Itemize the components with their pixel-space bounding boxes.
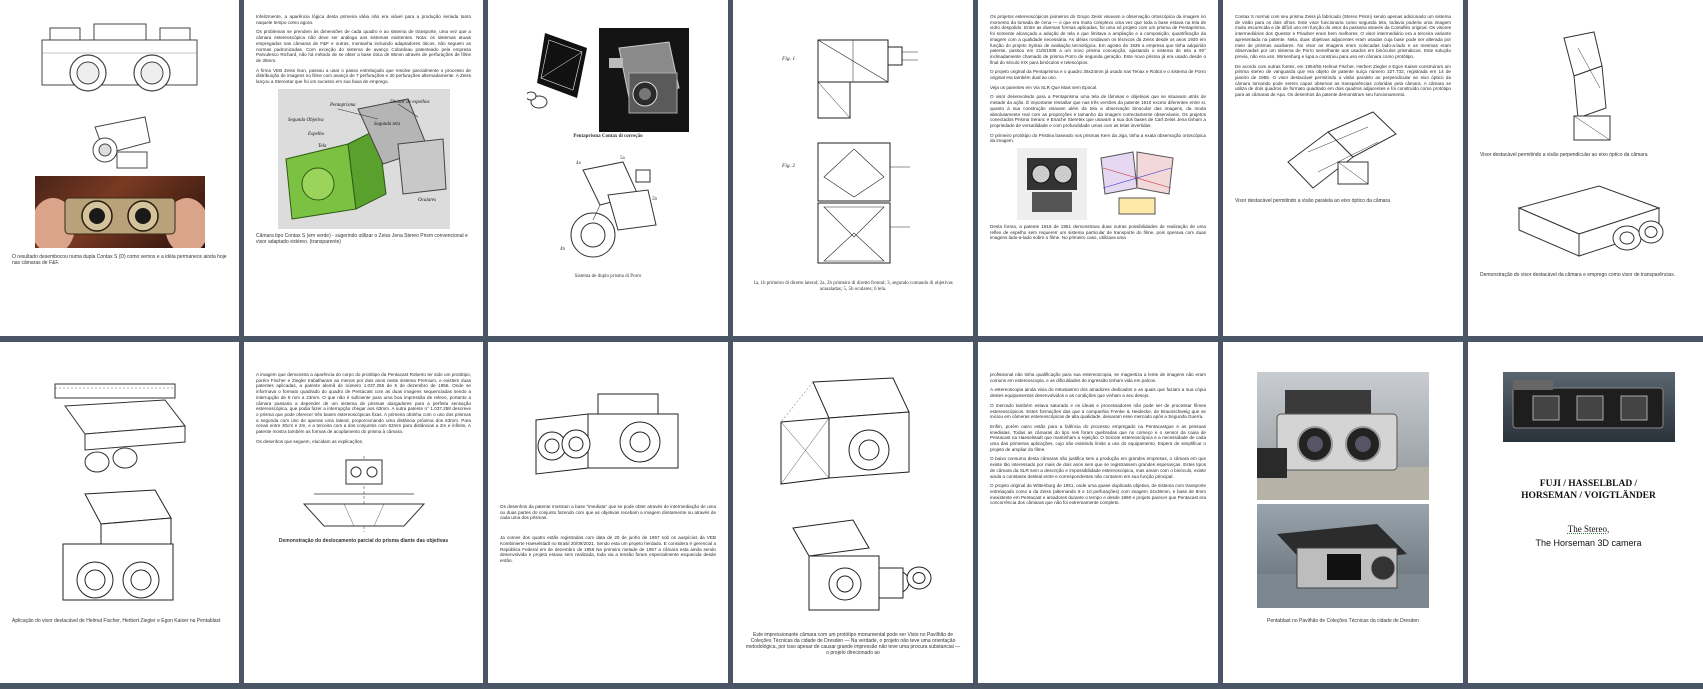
fig-2-label: Fig. 2 bbox=[781, 163, 795, 169]
green-camera-diagram: Pentaprisma Divisor de espelhos Segunda … bbox=[277, 88, 450, 229]
page-10-paragraph-1: Os desenhos da patente mostram a base "i… bbox=[500, 504, 716, 521]
stereo-prism-camera-drawing bbox=[528, 386, 688, 496]
page-3[interactable]: Pentaprisma Contax di correção 4a 5a 5b … bbox=[488, 0, 728, 336]
page-7[interactable]: Visor destacável permitindo a visão perp… bbox=[1468, 0, 1703, 336]
page-2-paragraph-1: Infelizmente, a aparência lógica desta p… bbox=[256, 14, 471, 25]
page-12-paragraph-3: O mercado também estava saturado e os id… bbox=[990, 402, 1206, 420]
page-6-caption: Visor destacável permitindo a visão para… bbox=[1235, 197, 1390, 204]
fig-1-label: Fig. 1 bbox=[781, 56, 795, 62]
label-tela: Tela bbox=[318, 144, 327, 149]
page-6-paragraph-2: De acordo com outras fontes, em 1954/55 … bbox=[1235, 63, 1451, 98]
page-9-paragraph-2: Os desenhos que seguem, elucidam as expl… bbox=[256, 438, 364, 444]
page-14[interactable]: FUJI / HASSELBLAD / HORSEMAN / VOIGTLÄND… bbox=[1468, 342, 1703, 683]
page-5[interactable]: Os projetos estereoscópicos pioneiros do… bbox=[978, 0, 1218, 336]
page-9[interactable]: A imagem que demonstra a aparência do co… bbox=[244, 342, 483, 683]
film-strip-viewfinder-drawing bbox=[45, 376, 195, 476]
page-5-paragraph-1: Os projetos estereoscópicos pioneiros do… bbox=[990, 14, 1206, 65]
page-6[interactable]: Contax S normal com seu prisma Zeiss já … bbox=[1223, 0, 1463, 336]
exploded-camera-drawing bbox=[773, 372, 933, 502]
camera-with-side-lenses-drawing bbox=[773, 508, 933, 628]
page-9-caption: Demonstração do deslocamento parcial do … bbox=[278, 538, 449, 545]
patent-figure-1: Fig. 1 bbox=[778, 32, 928, 127]
stereo-prism-photo bbox=[1017, 148, 1087, 221]
chapter-title-block: FUJI / HASSELBLAD / HORSEMAN / VOIGTLÄND… bbox=[1480, 478, 1697, 548]
detachable-viewfinder-diagram bbox=[1278, 102, 1408, 194]
label-espelho: Espelho bbox=[307, 132, 325, 137]
page-8-caption: Aplicação do visor destacável de Helmut … bbox=[12, 618, 221, 624]
svg-text:5b: 5b bbox=[652, 197, 658, 202]
page-11[interactable]: Este impressionante câmara com um protót… bbox=[733, 342, 973, 683]
page-5-paragraph-3: Veja os parentes em Via SLR Que Mais sem… bbox=[990, 84, 1098, 90]
page-3-caption-top: Pentaprisma Contax di correção bbox=[573, 134, 643, 139]
label-oculares: Oculares bbox=[418, 198, 436, 203]
pentaprism-diagram bbox=[525, 28, 595, 114]
page-7-caption-bottom: Demonstração do visor destacável da câma… bbox=[1480, 272, 1676, 278]
page-8[interactable]: Aplicação do visor destacável de Helmut … bbox=[0, 342, 239, 683]
page-3-caption-bottom: Sistema de duplo prisma di Porro bbox=[574, 274, 642, 279]
page-5-figures bbox=[990, 148, 1206, 221]
page-12-paragraph-4: Enfim, porém outro estão para a falência… bbox=[990, 423, 1206, 452]
horseman-3d-camera-photo bbox=[1502, 372, 1675, 442]
label-pentaprisma: Pentaprisma bbox=[329, 103, 356, 108]
prism-ray-diagram bbox=[1093, 148, 1179, 220]
chapter-subtitle-2: The Horseman 3D camera bbox=[1535, 538, 1642, 548]
page-2-paragraph-2: Os problemas se prendem às dimensões de … bbox=[256, 29, 471, 63]
label-divisor: Divisor de espelhos bbox=[389, 100, 429, 105]
page-2-paragraph-3: A firma VEB Zeiss Ikon, passou a usar o … bbox=[256, 67, 471, 85]
page-13[interactable]: Pentablast no Pavilhão de Coleções Técni… bbox=[1223, 342, 1463, 683]
page-10-paragraph-2: Ja comes dos quatro estão registradas co… bbox=[500, 535, 716, 563]
prism-displacement-diagram bbox=[294, 454, 434, 534]
hands-holding-camera-photo bbox=[34, 176, 205, 248]
patent-figure-2: Fig. 2 bbox=[778, 137, 928, 277]
viewfinder-drawing bbox=[75, 112, 165, 172]
stereo-camera-drawing bbox=[32, 18, 207, 108]
page-12[interactable]: profissional não tinha qualificação para… bbox=[978, 342, 1218, 683]
page-5-paragraph-2: O projeto original da Pentaprisma e o qu… bbox=[990, 69, 1206, 81]
svg-text:4a: 4a bbox=[576, 161, 582, 166]
chapter-title-line-1: FUJI / HASSELBLAD / bbox=[1539, 479, 1638, 489]
viewfinder-transparency-diagram bbox=[1509, 168, 1669, 268]
page-12-paragraph-2: A estereoscopia ainda vivia do entusiasm… bbox=[990, 387, 1206, 399]
page-12-paragraph-6: O projeto original da Wittenburg de 1951… bbox=[990, 483, 1206, 506]
chapter-title-line-2: HORSEMAN / VOIGTLÄNDER bbox=[1521, 491, 1656, 501]
page-10[interactable]: Os desenhos da patente mostram a base "i… bbox=[488, 342, 728, 683]
chapter-subtitle-1: The Stereo, bbox=[1567, 524, 1610, 534]
perpendicular-viewfinder-diagram bbox=[1544, 28, 1634, 148]
page-2-caption: Câmara tipo Contax S (em verde) - sugeri… bbox=[256, 232, 468, 245]
page-9-paragraph-1: A imagem que demonstra a aparência do co… bbox=[256, 372, 471, 435]
svg-text:5a: 5a bbox=[620, 156, 626, 161]
page-4[interactable]: Fig. 1 Fig. 2 1a, bbox=[733, 0, 973, 336]
pentablast-photo-top bbox=[1257, 372, 1429, 500]
page-13-caption: Pentablast no Pavilhão de Coleções Técni… bbox=[1267, 618, 1419, 624]
camera-with-viewfinder-drawing bbox=[45, 484, 195, 614]
porro-prism-diagram: 4a 5a 5b 4b bbox=[548, 150, 668, 270]
page-12-paragraph-1: profissional não tinha qualificação para… bbox=[990, 372, 1206, 383]
page-11-caption: Este impressionante câmara com um protót… bbox=[745, 632, 961, 656]
label-segunda-objetiva: Segunda Objetiva bbox=[288, 118, 324, 123]
label-segunda-tela: Segunda tela bbox=[374, 122, 400, 127]
svg-text:4b: 4b bbox=[560, 247, 566, 252]
contax-prism-photo bbox=[599, 28, 689, 132]
page-1[interactable]: O resultado desembocou numa dupla Contax… bbox=[0, 0, 239, 336]
page-12-paragraph-5: O baixo consumo desta câmaras não justif… bbox=[990, 456, 1206, 479]
page-5-paragraph-5: O primeiro protótipo do Pristina baseado… bbox=[990, 132, 1206, 144]
page-2[interactable]: Infelizmente, a aparência lógica desta p… bbox=[244, 0, 483, 336]
page-6-paragraph-1: Contax S normal com seu prisma Zeiss já … bbox=[1235, 14, 1451, 59]
page-1-caption: O resultado desembocou numa dupla Contax… bbox=[12, 254, 227, 266]
page-5-paragraph-6: Desta forma, a patente 1915 de 1951 demo… bbox=[990, 224, 1206, 241]
page-4-caption: 1a, 1b primeiro di diretto lateral; 2a, … bbox=[753, 281, 953, 292]
page-5-paragraph-4: O visor desenvolvido para a Pentaprisma … bbox=[990, 94, 1206, 128]
page-7-caption-top: Visor destacável permitindo a visão perp… bbox=[1480, 152, 1648, 158]
pentablast-photo-bottom bbox=[1257, 504, 1429, 608]
prism-images-row bbox=[500, 28, 716, 132]
